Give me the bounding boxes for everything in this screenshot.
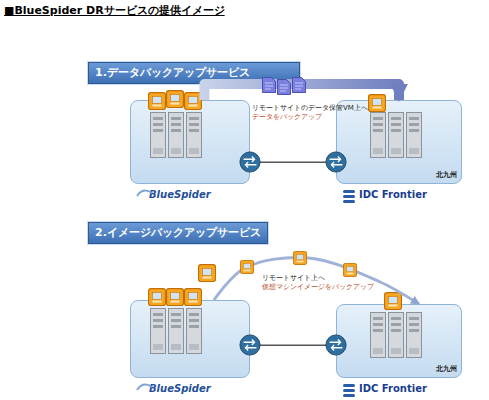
banner-title: 1.データバックアップサービス — [95, 63, 250, 83]
router-icon — [240, 152, 260, 172]
site-logo: BlueSpider — [149, 383, 211, 394]
logo-mark — [343, 200, 355, 203]
server-icon — [169, 113, 184, 158]
logo-swirl — [137, 385, 152, 390]
location-label: 北九州 — [436, 170, 457, 180]
network-line — [250, 344, 336, 346]
server-icon — [169, 309, 184, 354]
logo-mark — [343, 195, 355, 198]
server-icon — [407, 313, 422, 358]
vm-icon — [167, 289, 184, 306]
section-banner: 2.イメージバックアップサービス — [88, 222, 268, 244]
server-icon — [389, 113, 404, 158]
section-banner: 1.データバックアップサービス — [88, 62, 300, 84]
vm-icon — [343, 263, 356, 276]
network-line — [250, 161, 336, 163]
backup-arrow — [204, 84, 399, 100]
vm-icon — [385, 293, 402, 310]
logo-swirl — [137, 191, 152, 196]
vm-icon — [199, 265, 216, 282]
site-logo: IDC Frontier — [359, 383, 427, 394]
site-logo: IDC Frontier — [359, 189, 427, 200]
data-icon — [263, 78, 276, 93]
vm-icon — [369, 95, 386, 112]
vm-icon — [167, 91, 184, 108]
server-icon — [371, 113, 386, 158]
logo-mark — [343, 190, 355, 193]
vm-icon — [149, 289, 166, 306]
site-box: BlueSpider — [130, 300, 250, 378]
site-logo: BlueSpider — [149, 189, 211, 200]
logo-mark — [343, 384, 355, 387]
data-icon — [278, 80, 291, 95]
vm-icon — [185, 93, 202, 110]
vm-icon — [293, 251, 306, 264]
server-icon — [151, 113, 166, 158]
router-icon — [326, 335, 346, 355]
location-label: 北九州 — [436, 364, 457, 374]
site-box: 北九州IDC Frontier — [336, 100, 462, 184]
router-icon — [326, 152, 346, 172]
edge-label: リモートサイト上へ 仮想マシンイメージをバックアップ — [262, 274, 374, 292]
logo-mark — [343, 394, 355, 397]
banner-title: 2.イメージバックアップサービス — [95, 223, 261, 243]
server-icon — [371, 313, 386, 358]
vm-icon — [240, 260, 253, 273]
edge-label: リモートサイトのデータ保管VM上へ データをバックアップ — [252, 104, 368, 122]
logo-mark — [343, 389, 355, 392]
server-icon — [187, 113, 202, 158]
server-icon — [407, 113, 422, 158]
backup-arrow — [214, 258, 419, 304]
server-icon — [187, 309, 202, 354]
data-icon — [293, 78, 306, 93]
vm-icon — [185, 289, 202, 306]
vm-icon — [149, 93, 166, 110]
server-icon — [151, 309, 166, 354]
site-box: BlueSpider — [130, 100, 250, 184]
server-icon — [389, 313, 404, 358]
diagram-title: ■BlueSpider DRサービスの提供イメージ — [4, 3, 225, 18]
site-box: 北九州IDC Frontier — [336, 304, 462, 378]
router-icon — [240, 335, 260, 355]
